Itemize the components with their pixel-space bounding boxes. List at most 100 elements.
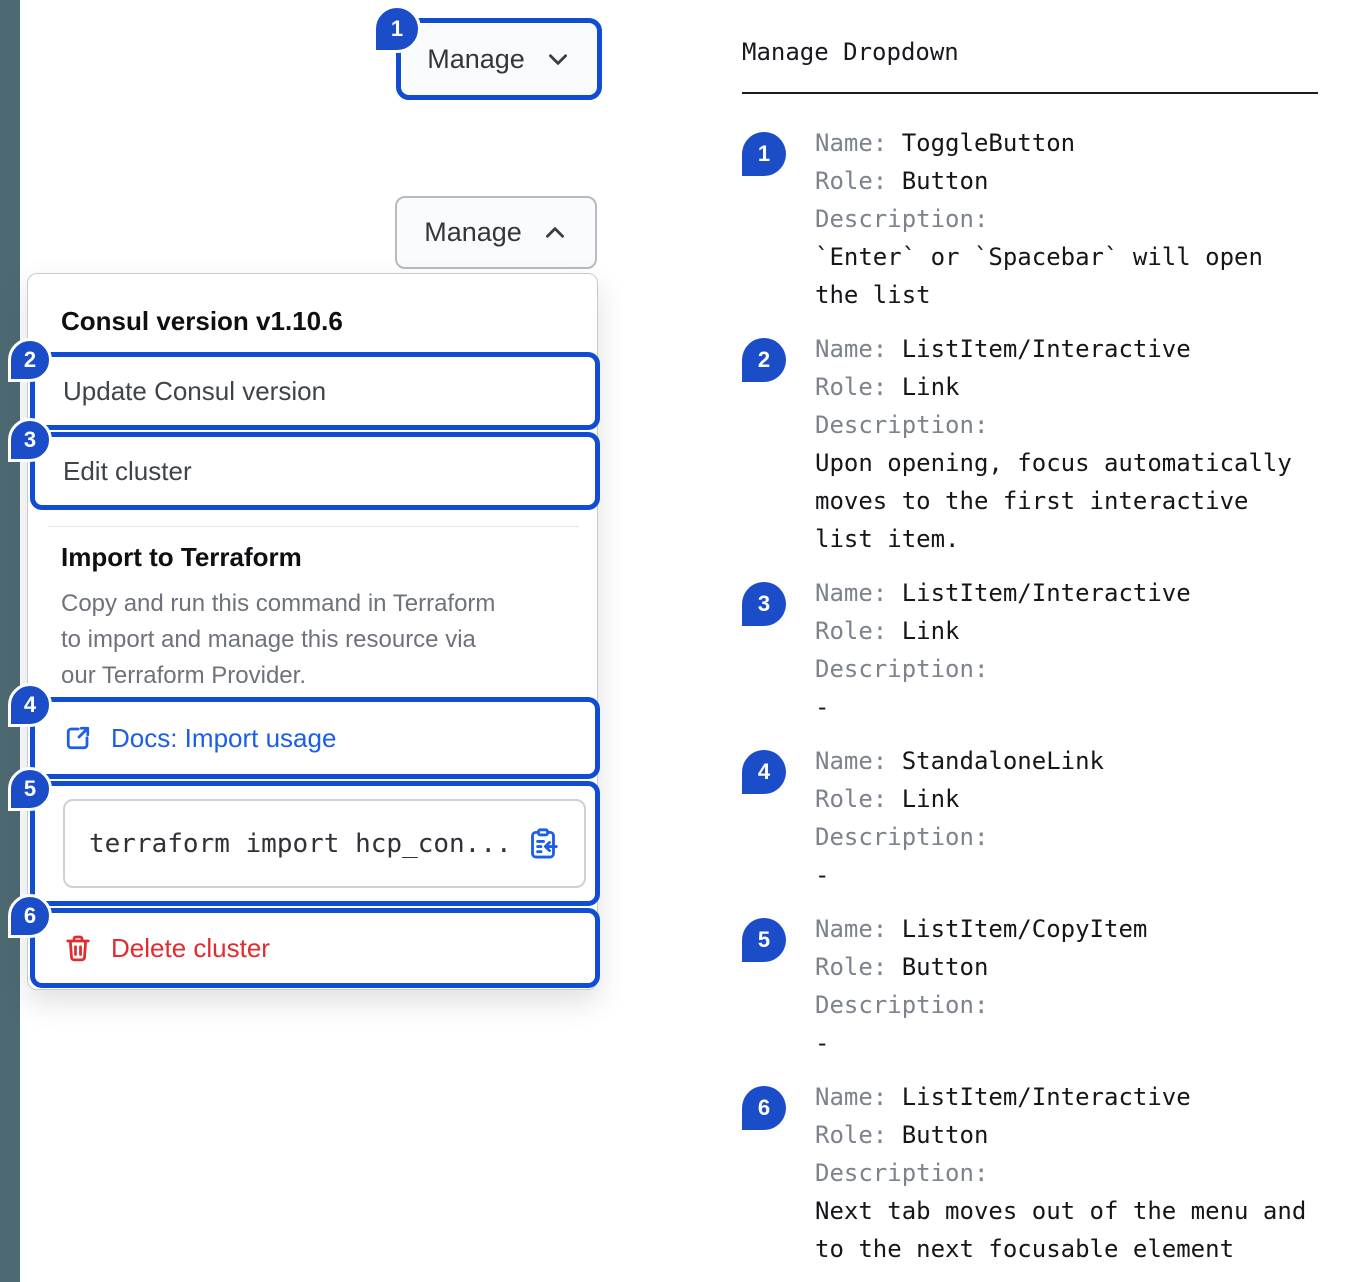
spec-item-6: 6 Name: ListItem/Interactive Role: Butto… — [742, 1078, 1338, 1268]
spec-item-4: 4 Name: StandaloneLink Role: Link Descri… — [742, 742, 1338, 894]
name-label: Name: — [815, 129, 888, 157]
spec-line-role: Role: Link — [815, 368, 1313, 406]
role-label: Role: — [815, 1121, 888, 1149]
name-label: Name: — [815, 579, 888, 607]
name-value: ListItem/CopyItem — [901, 915, 1148, 943]
spec-item-1: 1 Name: ToggleButton Role: Button Descri… — [742, 124, 1338, 314]
step-badge: 5 — [742, 918, 786, 962]
spec-line-name: Name: ToggleButton — [815, 124, 1313, 162]
spec-item-2: 2 Name: ListItem/Interactive Role: Link … — [742, 330, 1338, 558]
step-badge-1: 1 — [373, 5, 421, 53]
trash-icon — [66, 935, 90, 962]
manage-toggle-collapsed-highlight: Manage — [396, 18, 602, 100]
description-value: - — [815, 1029, 830, 1057]
delete-cluster-label: Delete cluster — [111, 932, 270, 963]
panel-divider — [48, 526, 579, 527]
menu-item-label: Edit cluster — [63, 455, 192, 486]
spec-line-role: Role: Button — [815, 948, 1313, 986]
description-label: Description: — [815, 205, 989, 233]
chevron-up-icon — [545, 226, 564, 238]
import-description: Copy and run this command in Terraform t… — [61, 590, 496, 689]
role-value: Button — [901, 167, 989, 195]
step-badge: 3 — [742, 582, 786, 626]
step-badge-4: 4 — [8, 683, 52, 727]
step-badge: 2 — [742, 338, 786, 382]
spec-line-description: Description: — [815, 200, 1313, 238]
manage-toggle-label: Manage — [424, 217, 522, 247]
spec-list: 1 Name: ToggleButton Role: Button Descri… — [742, 124, 1338, 1268]
import-to-terraform-title: Import to Terraform — [61, 542, 302, 572]
role-value: Link — [901, 617, 960, 645]
consul-version-header: Consul version v1.10.6 — [61, 306, 343, 336]
description-value: - — [815, 693, 830, 721]
step-badge-2: 2 — [8, 338, 52, 382]
step-badge-5: 5 — [8, 767, 52, 811]
step-badge: 1 — [742, 132, 786, 176]
menu-item-copy-terraform-command[interactable]: terraform import hcp_con... — [30, 781, 600, 906]
role-value: Button — [901, 953, 989, 981]
spec-panel: Manage Dropdown 1 Name: ToggleButton Rol… — [742, 30, 1338, 1268]
manage-toggle-label: Manage — [427, 43, 525, 74]
name-value: ToggleButton — [901, 129, 1076, 157]
spec-line-role: Role: Button — [815, 162, 1313, 200]
name-value: ListItem/Interactive — [901, 1083, 1191, 1111]
terraform-command-text: terraform import hcp_con... — [89, 828, 512, 859]
menu-item-edit-cluster[interactable]: Edit cluster — [30, 432, 600, 510]
spec-panel-divider — [742, 92, 1318, 94]
spec-line-name: Name: ListItem/Interactive — [815, 574, 1313, 612]
spec-line-description: Description: — [815, 986, 1313, 1024]
terraform-command-field[interactable]: terraform import hcp_con... — [63, 799, 586, 888]
menu-item-docs-import-usage[interactable]: Docs: Import usage — [30, 697, 600, 779]
external-link-icon — [66, 726, 90, 750]
menu-item-delete-cluster[interactable]: Delete cluster — [30, 908, 600, 988]
role-value: Link — [901, 373, 960, 401]
name-label: Name: — [815, 1083, 888, 1111]
description-value: `Enter` or `Spacebar` will open the list — [815, 243, 1263, 309]
role-label: Role: — [815, 617, 888, 645]
name-label: Name: — [815, 747, 888, 775]
name-label: Name: — [815, 915, 888, 943]
role-label: Role: — [815, 167, 888, 195]
role-value: Link — [901, 785, 960, 813]
description-label: Description: — [815, 823, 989, 851]
description-value: - — [815, 861, 830, 889]
docs-import-usage-link: Docs: Import usage — [111, 722, 337, 753]
spec-line-description: Description: — [815, 650, 1313, 688]
left-rail — [0, 0, 20, 1282]
role-label: Role: — [815, 373, 888, 401]
description-value: Upon opening, focus automatically moves … — [815, 449, 1292, 553]
step-badge-3: 3 — [8, 418, 52, 462]
name-value: ListItem/Interactive — [901, 579, 1191, 607]
menu-item-label: Update Consul version — [63, 375, 327, 406]
spec-line-description: Description: — [815, 818, 1313, 856]
description-label: Description: — [815, 655, 989, 683]
description-label: Description: — [815, 1159, 989, 1187]
spec-line-name: Name: ListItem/Interactive — [815, 1078, 1313, 1116]
spec-line-role: Role: Link — [815, 612, 1313, 650]
spec-line-description: Description: — [815, 1154, 1313, 1192]
menu-item-update-consul-version[interactable]: Update Consul version — [30, 352, 600, 430]
role-label: Role: — [815, 953, 888, 981]
chevron-down-icon — [548, 54, 567, 65]
spec-line-description: Description: — [815, 406, 1313, 444]
spec-item-3: 3 Name: ListItem/Interactive Role: Link … — [742, 574, 1338, 726]
role-label: Role: — [815, 785, 888, 813]
name-value: ListItem/Interactive — [901, 335, 1191, 363]
spec-line-name: Name: ListItem/Interactive — [815, 330, 1313, 368]
description-value: Next tab moves out of the menu and to th… — [815, 1197, 1307, 1263]
role-value: Button — [901, 1121, 989, 1149]
step-badge: 6 — [742, 1086, 786, 1130]
name-label: Name: — [815, 335, 888, 363]
description-label: Description: — [815, 991, 989, 1019]
name-value: StandaloneLink — [901, 747, 1104, 775]
spec-panel-title: Manage Dropdown — [742, 38, 959, 66]
manage-toggle-button[interactable]: Manage — [427, 44, 571, 75]
step-badge: 4 — [742, 750, 786, 794]
clipboard-copy-icon[interactable] — [526, 827, 560, 861]
spec-line-role: Role: Link — [815, 780, 1313, 818]
spec-line-role: Role: Button — [815, 1116, 1313, 1154]
description-label: Description: — [815, 411, 989, 439]
manage-toggle-button-expanded[interactable]: Manage — [395, 196, 597, 269]
spec-line-name: Name: StandaloneLink — [815, 742, 1313, 780]
